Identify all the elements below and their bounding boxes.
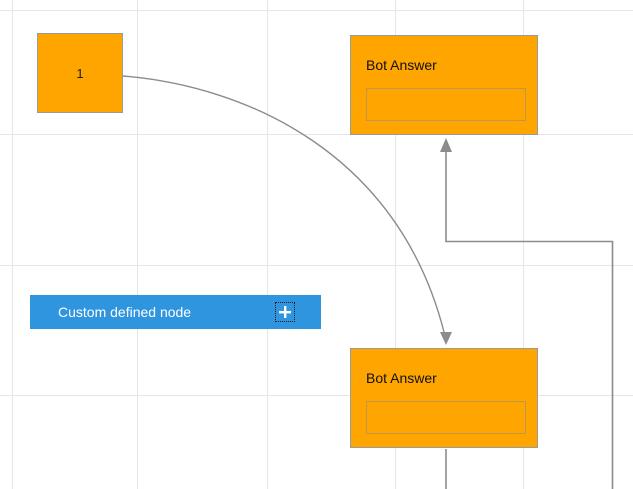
- node-1-label: 1: [76, 65, 84, 81]
- edge-arrowhead-up: [440, 138, 452, 152]
- node-bot-answer-bottom-title: Bot Answer: [366, 370, 437, 386]
- edge-orthogonal-to-bot-answer-top[interactable]: [445, 152, 613, 243]
- grid-line-horizontal: [0, 265, 633, 266]
- grid-line-vertical: [12, 0, 13, 489]
- grid-line-vertical: [137, 0, 138, 489]
- edge-arrowhead-down: [440, 332, 452, 345]
- custom-defined-node-bar[interactable]: Custom defined node: [30, 295, 321, 329]
- grid-line-vertical: [267, 0, 268, 489]
- grid-line-horizontal: [0, 134, 633, 135]
- grid-line-horizontal: [0, 10, 633, 11]
- node-1[interactable]: 1: [37, 33, 123, 113]
- node-bot-answer-top-title: Bot Answer: [366, 57, 437, 73]
- plus-icon[interactable]: [275, 302, 295, 322]
- node-bot-answer-bottom-slot[interactable]: [366, 401, 526, 434]
- custom-defined-node-label: Custom defined node: [58, 304, 192, 320]
- node-bot-answer-bottom[interactable]: Bot Answer: [350, 348, 538, 448]
- node-bot-answer-top-slot[interactable]: [366, 88, 526, 121]
- grid-line-horizontal: [0, 395, 633, 396]
- node-bot-answer-top[interactable]: Bot Answer: [350, 35, 538, 135]
